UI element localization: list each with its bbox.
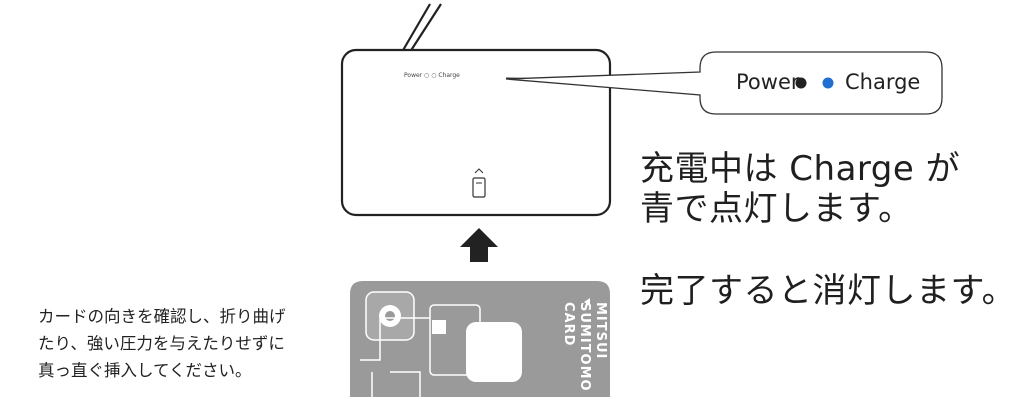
charging-caption-line1: 充電中は Charge が — [640, 149, 961, 189]
usb-cable — [401, 3, 442, 53]
card-slot-icon — [472, 168, 486, 198]
card-chip — [466, 322, 522, 382]
callout-power-label: Power — [736, 70, 800, 94]
card-brand-text: MITSUI SUMITOMO CARD — [540, 290, 610, 397]
credit-card — [350, 281, 610, 397]
power-indicator-dot — [795, 77, 807, 89]
instruction-line2: たり、強い圧力を与えたりせずに — [38, 334, 285, 353]
callout-bubble-shape — [505, 51, 943, 115]
card-reader-body — [340, 48, 612, 217]
card-brand-line3: CARD — [561, 302, 576, 347]
card-brand-line2: SUMITOMO — [577, 302, 592, 392]
complete-caption: 完了すると消灯します。 — [640, 271, 1017, 311]
charge-indicator-dot — [822, 77, 834, 89]
device-indicator-label: Power ○ ○ Charge — [404, 72, 460, 79]
charging-caption-line2: 青で点灯します。 — [640, 189, 913, 229]
instruction-line3: 真っ直ぐ挿入してください。 — [38, 361, 252, 380]
callout-charge-label: Charge — [845, 70, 921, 94]
instruction-line1: カードの向きを確認し、折り曲げ — [38, 307, 286, 326]
up-arrow-icon — [460, 228, 498, 262]
card-brand-line1: MITSUI — [593, 302, 608, 360]
